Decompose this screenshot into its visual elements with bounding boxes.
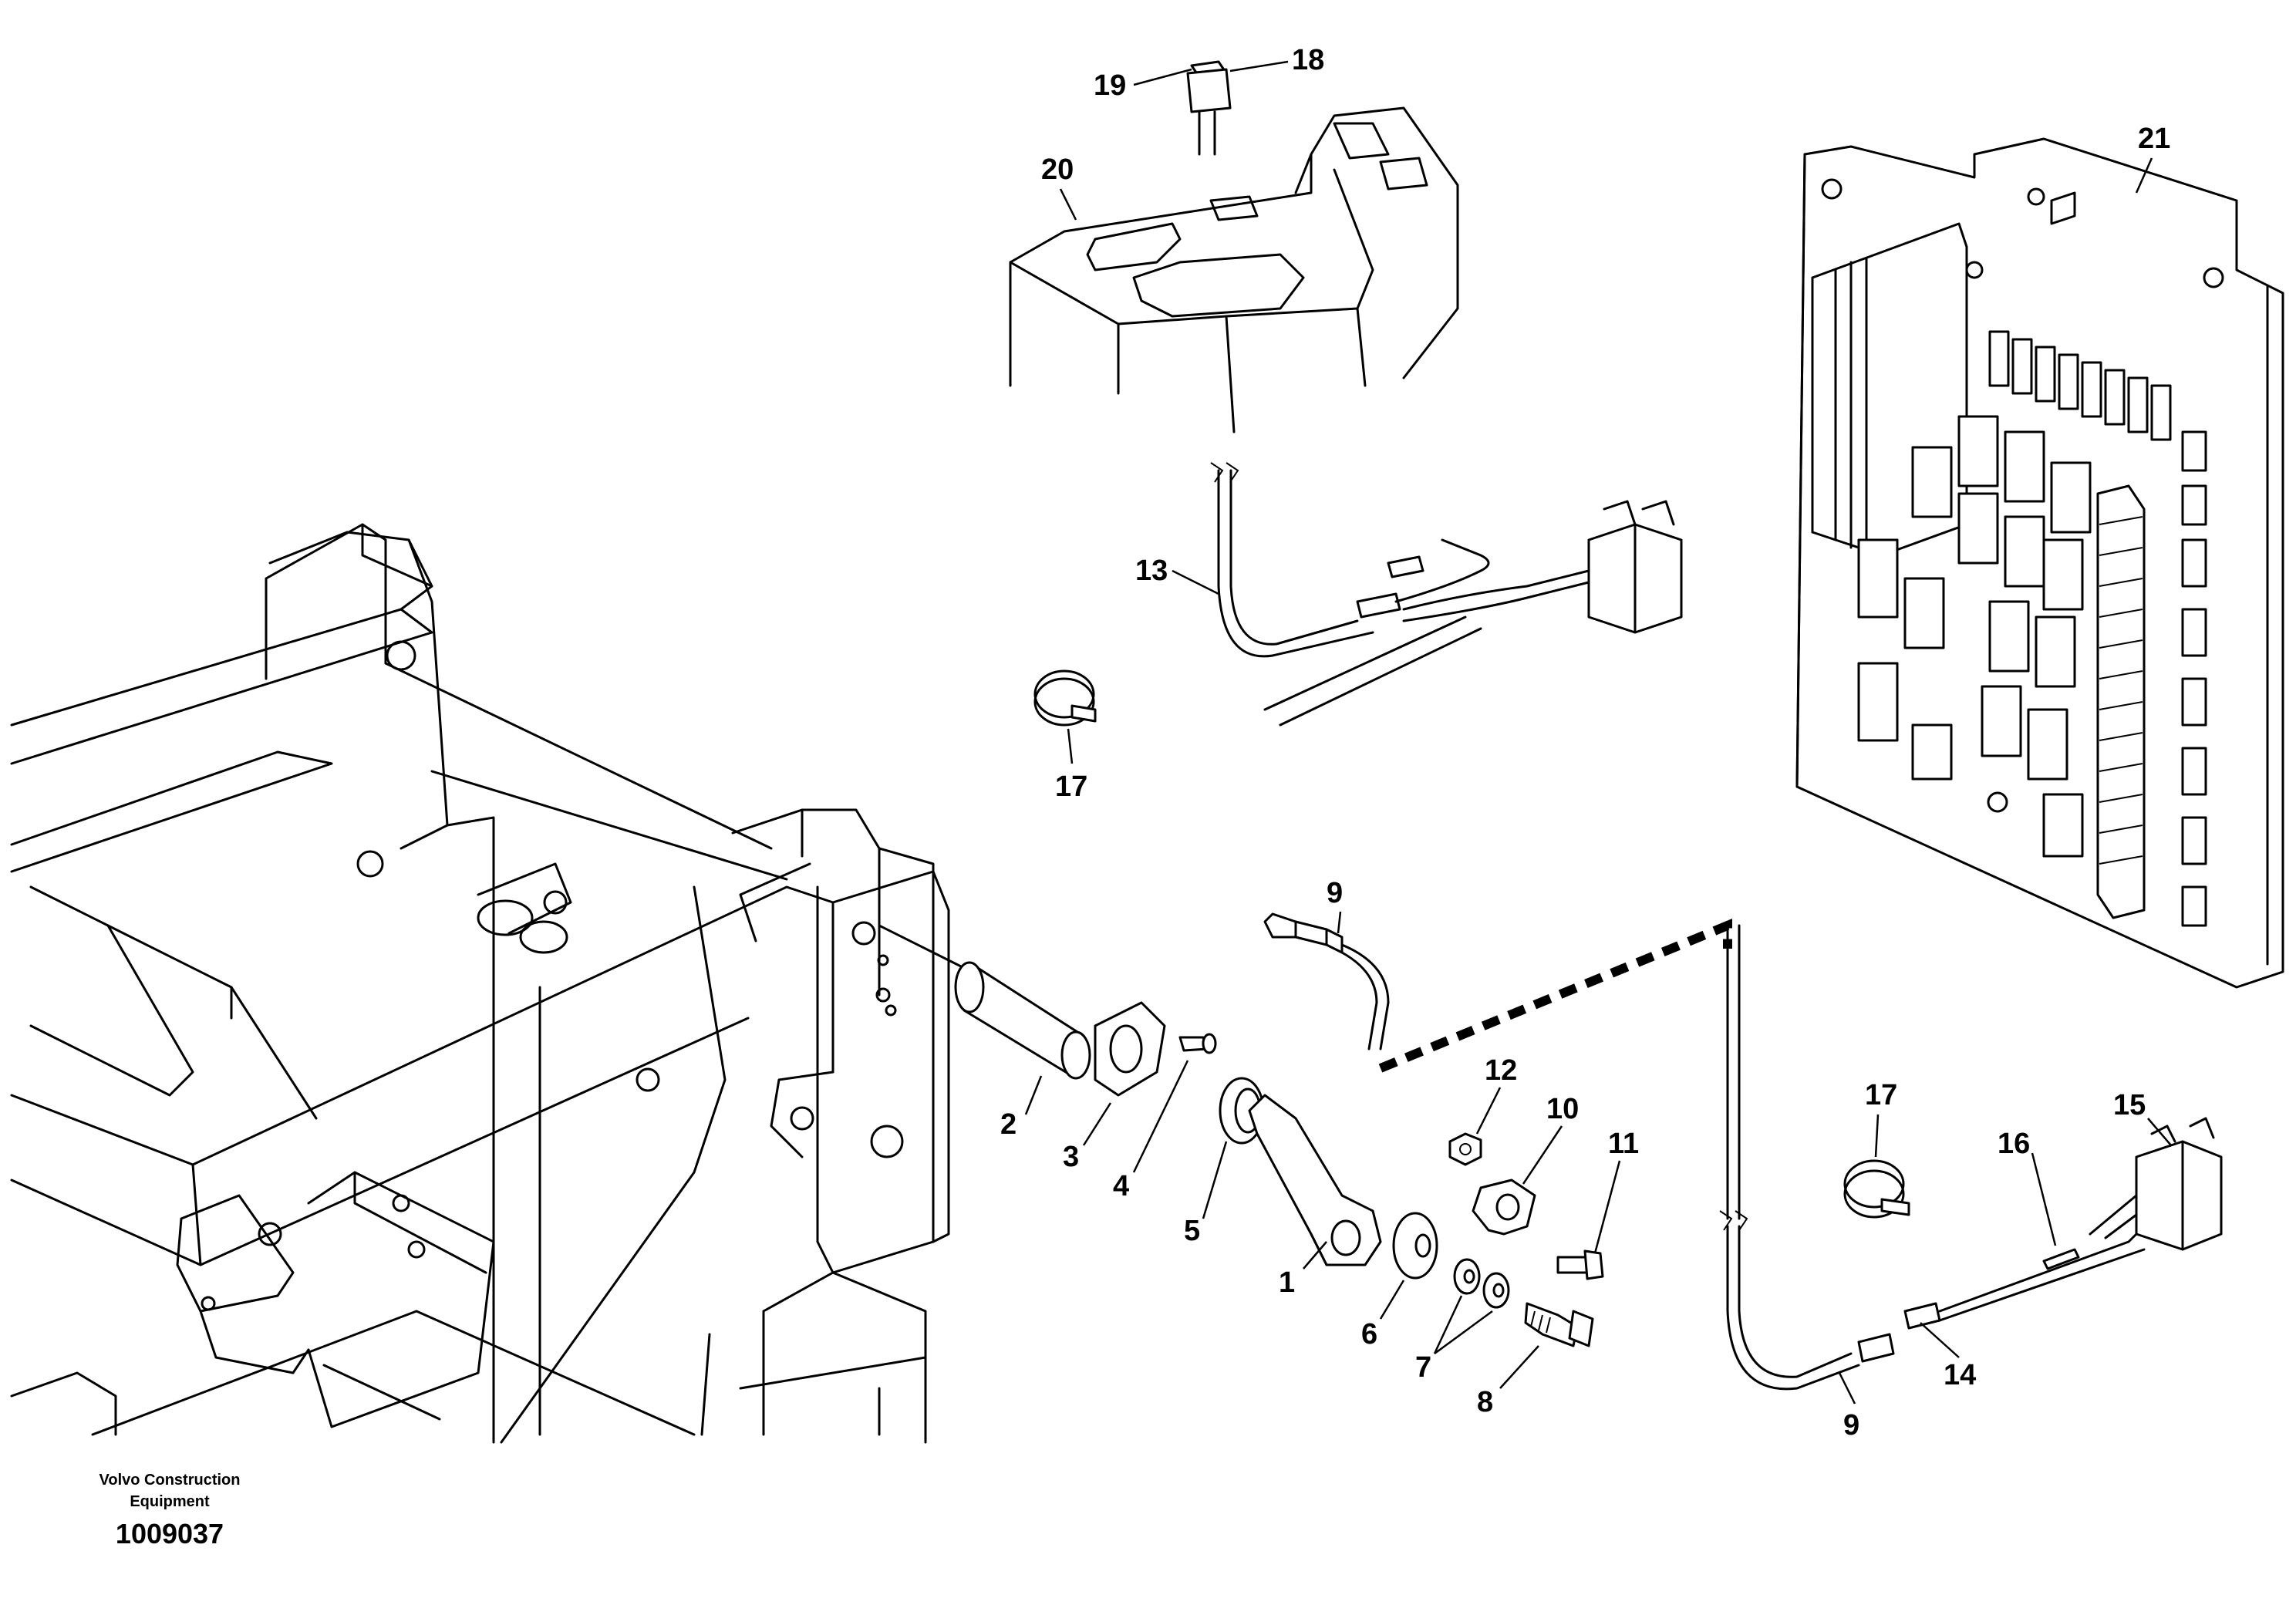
drawing-number: 1009037 [115,1518,224,1549]
callout-18: 18 [1292,44,1324,76]
sensor-9 [1263,912,1741,1220]
callout-1: 1 [1279,1266,1295,1299]
callout-9-lower: 9 [1843,1409,1859,1442]
callout-6: 6 [1361,1318,1377,1351]
callout-15: 15 [2113,1089,2146,1121]
control-unit [1795,137,2284,989]
lever-1 [1248,1094,1382,1266]
callout-3: 3 [1063,1141,1079,1173]
callout-9-upper: 9 [1327,877,1343,909]
callout-10: 10 [1546,1093,1579,1125]
relay-column [2181,430,2207,927]
pin-16 [2042,1248,2080,1270]
callout-labels: 19 18 20 21 13 17 9 12 10 11 2 3 4 5 1 6… [1000,44,2170,1442]
relay-row [1988,330,2172,441]
callout-8: 8 [1477,1386,1493,1418]
washers-7 [1453,1258,1510,1309]
manufacturer-caption: Volvo Construction Equipment [46,1469,293,1512]
callout-4: 4 [1113,1170,1129,1202]
plate-3 [1094,1001,1166,1097]
callout-17-upper: 17 [1055,771,1087,803]
callout-16: 16 [1998,1128,2030,1160]
cab-console [1009,106,1459,433]
fuse-block [2096,484,2146,919]
manufacturer-line-2: Equipment [130,1493,210,1510]
connector-sockets [1857,415,2092,858]
bolt-11 [1556,1249,1604,1280]
rocker-switch [1186,60,1232,156]
screw-4 [1178,1033,1217,1054]
cable-lower [1719,1117,2223,1391]
callout-7: 7 [1415,1351,1431,1384]
harness-13 [1210,462,1683,727]
callout-20: 20 [1041,153,1074,186]
loader-frame [10,523,950,1444]
bolt-8 [1524,1302,1594,1347]
manufacturer-line-1: Volvo Construction [99,1472,241,1489]
hose-clamp-lower [1843,1159,1910,1219]
callout-21: 21 [2138,123,2170,155]
hose-clamp-upper [1033,669,1097,727]
callout-14: 14 [1944,1359,1976,1391]
washer-6 [1392,1212,1438,1280]
nut-12 [1448,1132,1482,1166]
callout-11: 11 [1608,1128,1639,1160]
callout-5: 5 [1184,1215,1200,1247]
callout-2: 2 [1000,1108,1017,1141]
callout-19: 19 [1094,69,1126,102]
callout-17-lower: 17 [1865,1079,1897,1111]
callout-13: 13 [1135,555,1168,587]
pivot-pin [878,924,1091,1080]
clamp-10 [1472,1179,1536,1236]
leader-lines [1024,60,2172,1404]
callout-12: 12 [1485,1054,1517,1087]
